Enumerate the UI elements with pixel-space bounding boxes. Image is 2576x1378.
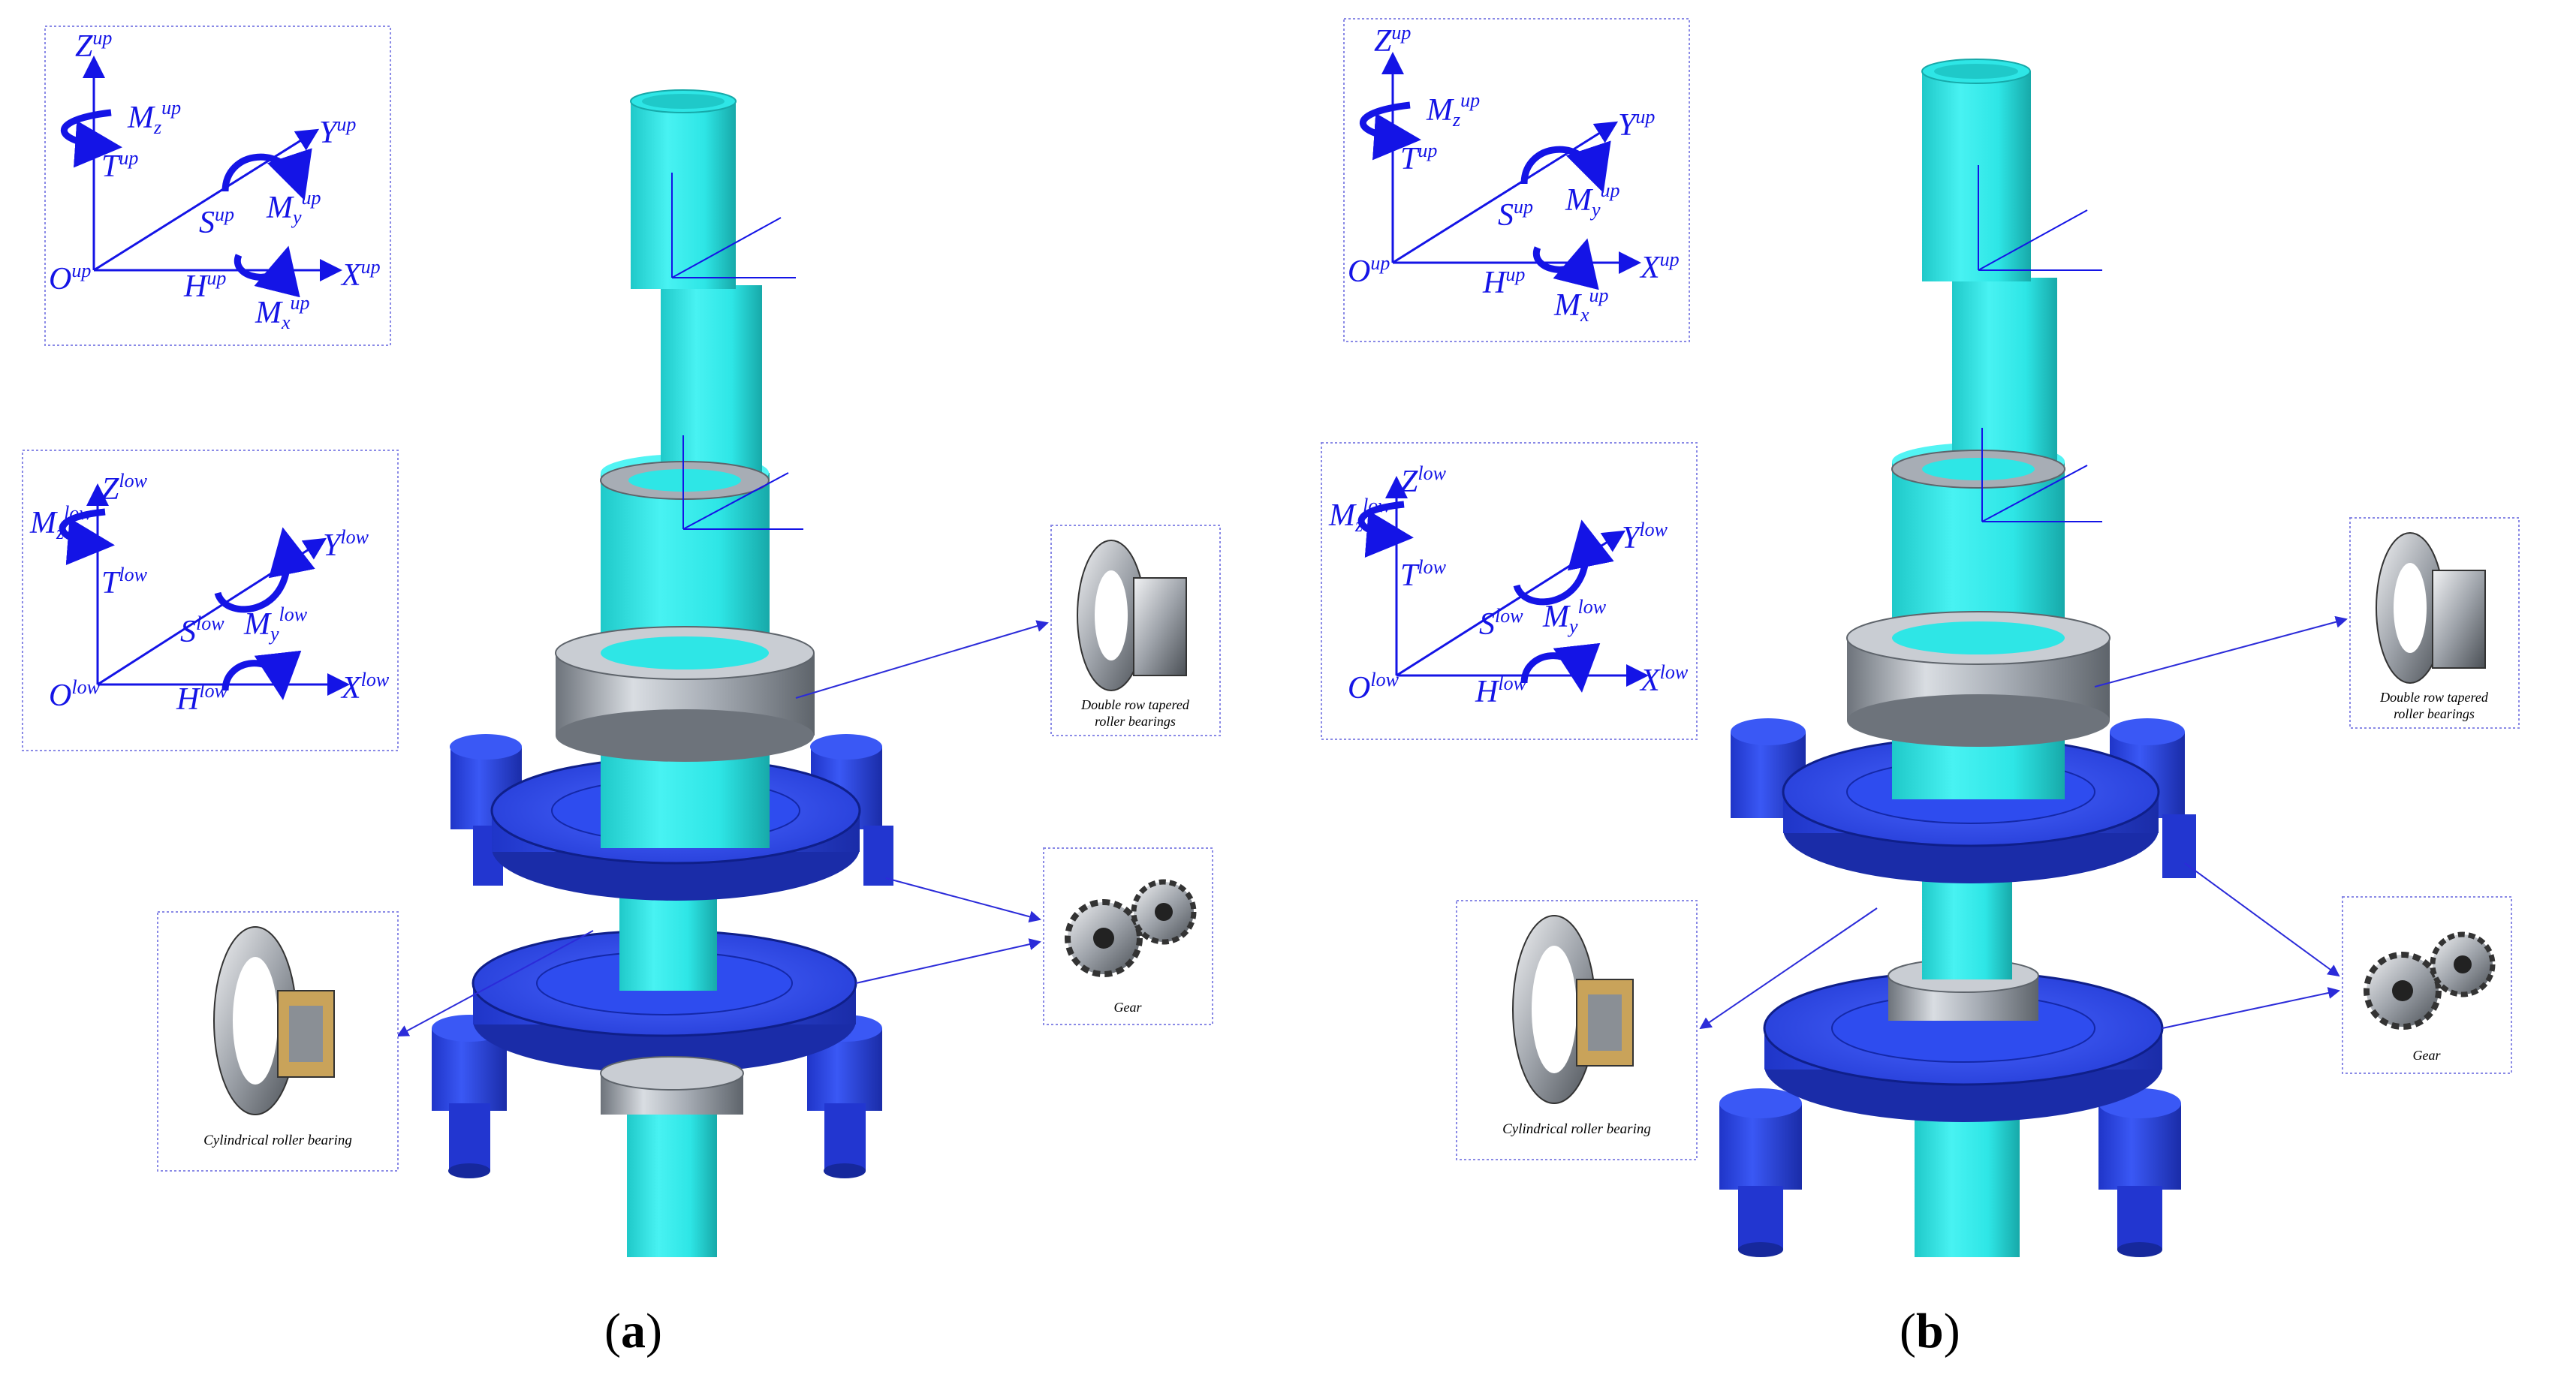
tapered-label-line2: roller bearings xyxy=(2394,706,2475,721)
mz-up-label: Mzup xyxy=(127,97,181,138)
s-low-label: Slow xyxy=(1479,605,1523,642)
s-up-label: Sup xyxy=(199,203,234,240)
upper-small-bearing xyxy=(1891,450,2065,489)
x-low-label: Xlow xyxy=(340,669,390,706)
y-up-label: Yup xyxy=(319,113,356,150)
mx-up-label: Mxup xyxy=(1553,284,1609,326)
t-up-label: Tup xyxy=(1400,140,1437,176)
callout-cylindrical-bearing: Cylindrical roller bearing xyxy=(1456,900,1878,1160)
lower-frame-box: Zlow Ylow Xlow Olow Tlow Slow Hlow Mzlow… xyxy=(22,450,399,751)
t-low-label: Tlow xyxy=(1400,556,1447,593)
cylindrical-label: Cylindrical roller bearing xyxy=(203,1133,352,1148)
planet-gear xyxy=(2098,1088,2181,1257)
h-up-label: Hup xyxy=(1482,263,1525,300)
planet-gear xyxy=(1719,1088,1802,1257)
o-low-label: Olow xyxy=(49,676,101,713)
my-up-label: Myup xyxy=(266,187,321,228)
panel-caption-a: (a) xyxy=(604,1304,662,1358)
z-low-label: Zlow xyxy=(101,470,148,507)
s-up-label: Sup xyxy=(1498,196,1533,233)
h-low-label: Hlow xyxy=(1475,672,1527,709)
upper-frame-box: Zup Yup Xup Oup Tup Sup Hup Mzup Myup Mx… xyxy=(44,26,391,346)
my-up-label: Myup xyxy=(1565,179,1620,221)
y-low-label: Ylow xyxy=(1622,519,1668,555)
gear-label: Gear xyxy=(1114,1000,1143,1015)
mz-low-label: Mzlow xyxy=(29,502,92,543)
gear-photo xyxy=(1065,879,1197,977)
mz-low-label: Mzlow xyxy=(1328,495,1391,536)
panel-caption-b: (b) xyxy=(1900,1304,1960,1358)
x-up-label: Xup xyxy=(340,256,381,293)
z-low-label: Zlow xyxy=(1400,462,1447,499)
h-low-label: Hlow xyxy=(176,680,228,717)
t-up-label: Tup xyxy=(101,147,138,184)
gear-photo xyxy=(2364,931,2496,1030)
o-up-label: Oup xyxy=(1348,252,1390,289)
callout-gear: Gear xyxy=(855,847,1213,1025)
gear-label: Gear xyxy=(2413,1048,2442,1063)
lower-cylindrical-bearing xyxy=(600,1056,744,1115)
x-up-label: Xup xyxy=(1639,248,1680,285)
tapered-bearing xyxy=(555,626,815,762)
upper-frame-box: Zup Yup Xup Oup Tup Sup Hup Mzup Myup Mx… xyxy=(1343,18,1690,342)
z-up-label: Zup xyxy=(1374,22,1411,59)
s-low-label: Slow xyxy=(180,612,224,649)
gearbox-assembly-b xyxy=(1719,59,2196,1257)
tapered-bearing xyxy=(1846,611,2111,747)
gearbox-assembly-a xyxy=(432,89,893,1257)
lower-frame-box: Zlow Ylow Xlow Olow Tlow Slow Hlow Mzlow… xyxy=(1321,442,1698,740)
mz-up-label: Mzup xyxy=(1426,89,1480,131)
cylindrical-bearing-photo xyxy=(1512,915,1634,1104)
cylindrical-label: Cylindrical roller bearing xyxy=(1502,1121,1651,1137)
tapered-label-line1: Double row tapered xyxy=(1080,697,1190,712)
tapered-label-line2: roller bearings xyxy=(1095,714,1176,729)
cylindrical-bearing-photo xyxy=(213,926,335,1115)
callout-cylindrical-bearing: Cylindrical roller bearing xyxy=(157,911,594,1172)
tapered-label-line1: Double row tapered xyxy=(2379,690,2489,705)
y-low-label: Ylow xyxy=(323,526,369,563)
tapered-bearing-photo xyxy=(1077,540,1187,691)
panel-b: Zup Yup Xup Oup Tup Sup Hup Mzup Myup Mx… xyxy=(1321,18,2520,1358)
lower-ring-gear xyxy=(1763,970,2164,1122)
mx-up-label: Mxup xyxy=(255,292,310,333)
z-up-label: Zup xyxy=(75,27,112,64)
my-low-label: Mylow xyxy=(243,603,308,645)
o-low-label: Olow xyxy=(1348,669,1399,706)
h-up-label: Hup xyxy=(183,267,226,304)
o-up-label: Oup xyxy=(49,260,91,296)
t-low-label: Tlow xyxy=(101,564,148,600)
y-up-label: Yup xyxy=(1618,106,1655,143)
callout-gear: Gear xyxy=(2162,862,2512,1074)
tapered-bearing-photo xyxy=(2376,532,2486,684)
panel-a: Zup Yup Xup Oup Tup Sup Hup Mzup Myup Mx… xyxy=(22,26,1221,1358)
callout-tapered-bearing: Double row tapered roller bearings xyxy=(2094,517,2520,729)
x-low-label: Xlow xyxy=(1639,661,1689,698)
callout-tapered-bearing: Double row tapered roller bearings xyxy=(795,525,1221,736)
my-low-label: Mylow xyxy=(1542,596,1607,637)
upper-small-bearing xyxy=(600,461,770,500)
